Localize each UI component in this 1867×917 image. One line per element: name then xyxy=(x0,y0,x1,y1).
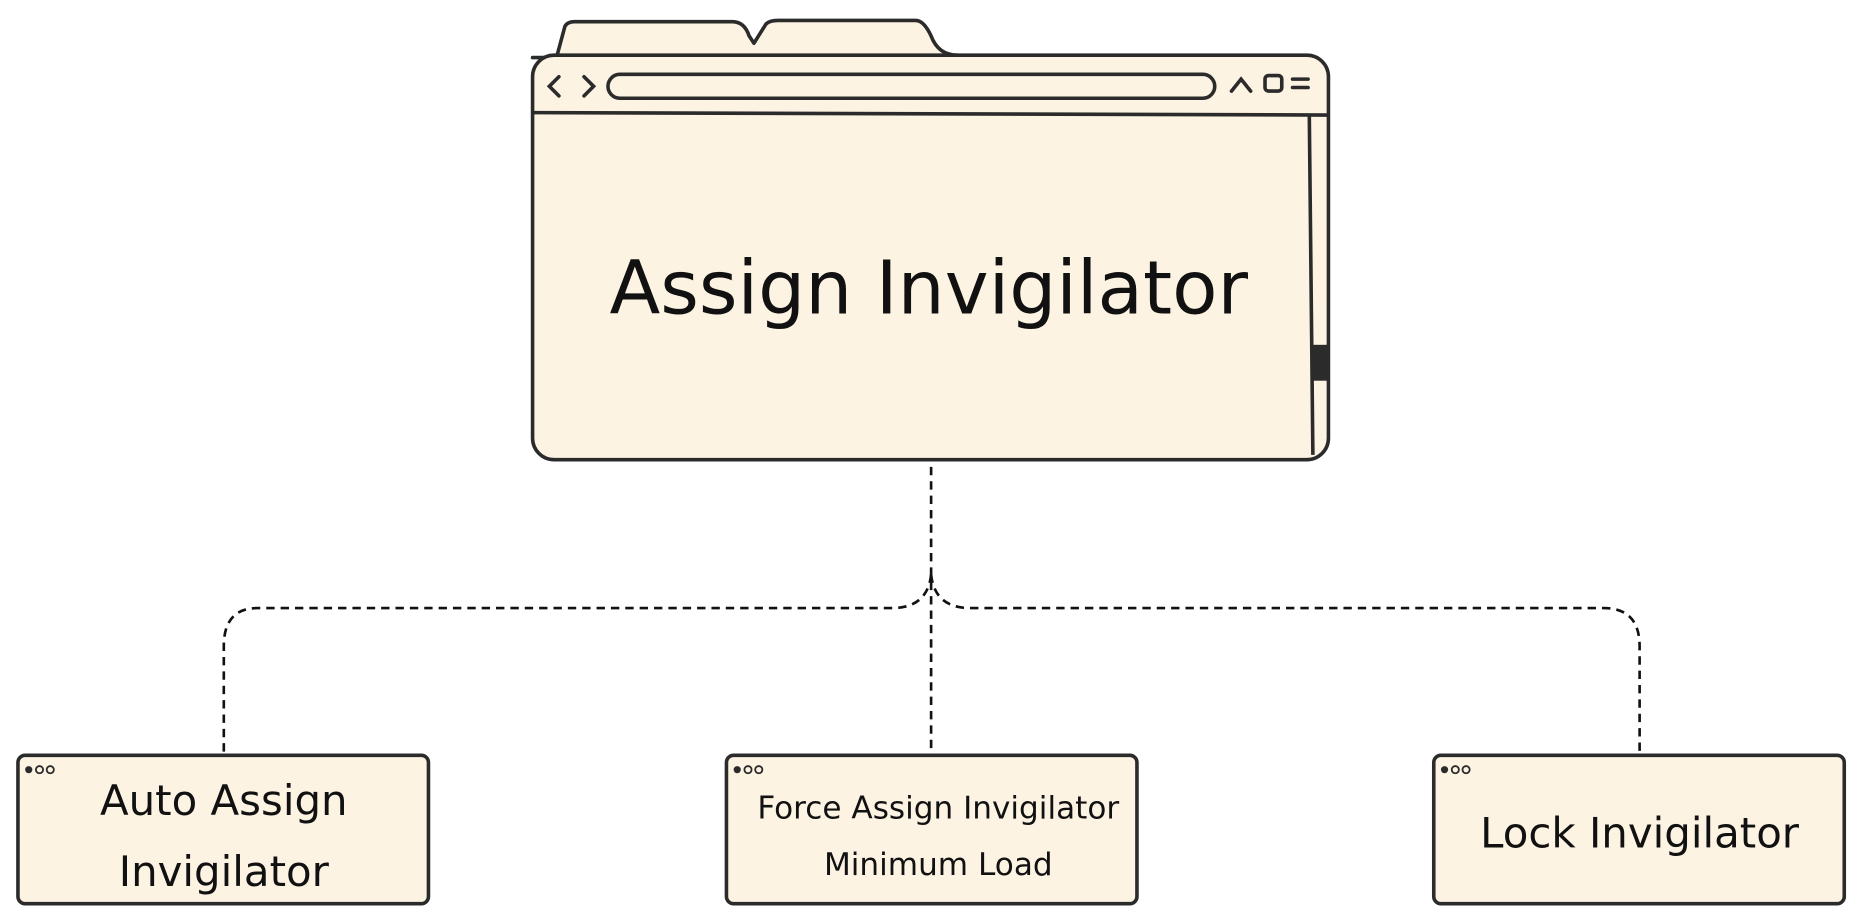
window-dot-icon xyxy=(754,765,764,775)
node-frame xyxy=(1431,753,1847,906)
scrollbar-track[interactable] xyxy=(1307,115,1315,455)
window-dot-icon xyxy=(1461,765,1471,775)
menu-icon[interactable] xyxy=(1290,77,1310,90)
node-label-line: Invigilator xyxy=(119,847,330,896)
address-bar[interactable] xyxy=(606,72,1217,101)
root-node-assign-invigilator[interactable]: Assign Invigilator xyxy=(530,18,1331,462)
window-dot-icon xyxy=(733,766,741,774)
window-dot-icon xyxy=(25,766,33,774)
window-dot-icon xyxy=(35,765,44,775)
node-label-line: Auto Assign xyxy=(100,776,348,825)
connectors xyxy=(222,466,1641,755)
node-frame xyxy=(724,753,1139,906)
root-title: Assign Invigilator xyxy=(609,246,1248,332)
connector-lock xyxy=(929,574,1641,755)
node-frame xyxy=(16,753,431,906)
window-dot-icon xyxy=(45,765,55,775)
folder-tab xyxy=(530,18,960,60)
window-dot-icon xyxy=(1440,766,1449,774)
minimize-icon[interactable] xyxy=(1229,76,1253,93)
maximize-icon[interactable] xyxy=(1263,73,1284,93)
window-dot-icon xyxy=(1450,765,1460,775)
child-node-auto-assign-invigilator[interactable]: Auto Assign Invigilator xyxy=(16,753,431,906)
toolbar-divider xyxy=(532,110,1329,117)
back-icon[interactable] xyxy=(546,74,561,98)
scrollbar-thumb[interactable] xyxy=(1312,344,1329,381)
node-label-line: Minimum Load xyxy=(824,847,1053,883)
window-dot-icon xyxy=(743,765,753,775)
connector-auto-assign xyxy=(222,574,933,755)
node-label-line: Lock Invigilator xyxy=(1480,808,1800,857)
node-label-line: Force Assign Invigilator xyxy=(757,791,1119,827)
child-node-lock-invigilator[interactable]: Lock Invigilator xyxy=(1431,753,1847,906)
forward-icon[interactable] xyxy=(582,74,597,98)
window-frame xyxy=(530,53,1331,462)
child-node-force-assign-invigilator[interactable]: Force Assign Invigilator Minimum Load xyxy=(724,753,1139,906)
